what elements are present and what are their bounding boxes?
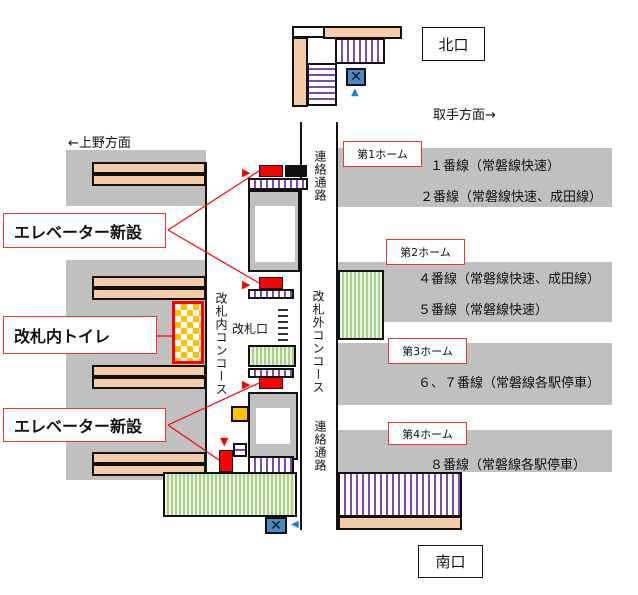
platform-label: 第4ホーム <box>388 422 467 445</box>
track-label: ５番線（常磐線快速） <box>418 303 549 318</box>
elevator-marker-icon: ▶ <box>242 378 251 391</box>
ticket-gate-label: 改札口 <box>232 322 269 336</box>
elevator-arrow-icon: ◀ <box>291 519 299 530</box>
elevator-shaft-top <box>248 190 300 272</box>
stairs <box>338 472 462 517</box>
elevator-marker-icon: ▶ <box>242 278 251 291</box>
track-label: ２番線（常磐線快速、成田線） <box>420 190 603 205</box>
facility-yellow <box>231 406 249 422</box>
stairs-dark <box>285 165 307 177</box>
connecting-passage-label: 連絡通路 <box>313 150 327 202</box>
track-label: ６、７番線（常磐線各駅停車） <box>418 376 601 391</box>
direction-ueno: ←上野方面 <box>68 136 131 151</box>
elevator-marker-icon: ▶ <box>242 166 251 179</box>
platform-label: 第1ホーム <box>343 141 422 167</box>
stairs <box>307 63 337 106</box>
callout-elevator-top: エレベーター新設 <box>3 213 166 248</box>
track-bar <box>338 516 462 530</box>
platform-3 <box>338 343 612 405</box>
track-label: １番線（常磐線快速） <box>430 159 561 174</box>
exit-north: 北口 <box>422 27 485 61</box>
elevator-icon: ✕ <box>265 517 287 534</box>
new-elevator <box>259 165 283 177</box>
escalator <box>163 472 297 517</box>
escalator <box>248 345 296 367</box>
ticket-gate-icon <box>278 305 288 345</box>
callout-elevator-bottom: エレベーター新設 <box>3 408 166 442</box>
elevator-icon: ✕ <box>346 68 366 86</box>
exit-south: 南口 <box>418 545 483 578</box>
elevator-marker-icon: ▼ <box>220 435 229 448</box>
platform-4 <box>338 430 612 472</box>
stairs <box>335 38 385 64</box>
platform-label: 第2ホーム <box>386 239 465 265</box>
platform-label: 第3ホーム <box>388 338 467 364</box>
toilet <box>172 301 204 364</box>
new-elevator <box>259 377 283 389</box>
new-elevator <box>219 450 233 472</box>
track-label: ４番線（常磐線快速、成田線） <box>418 272 601 287</box>
stairs <box>248 178 308 190</box>
callout-toilet: 改札内トイレ <box>3 316 157 354</box>
outer-concourse-label: 改札外コンコース <box>311 290 325 394</box>
inner-concourse-label: 改札内コンコース <box>214 292 228 396</box>
direction-toride: 取手方面→ <box>433 108 496 123</box>
elevator-arrow-icon: ▲ <box>351 87 359 98</box>
stairs <box>233 443 247 457</box>
connecting-passage-area <box>300 122 338 530</box>
track-label: ８番線（常磐線各駅停車） <box>430 458 587 473</box>
escalator <box>338 270 384 340</box>
new-elevator <box>259 277 283 289</box>
stairs <box>248 289 294 299</box>
connecting-passage-label: 連絡通路 <box>313 420 327 472</box>
